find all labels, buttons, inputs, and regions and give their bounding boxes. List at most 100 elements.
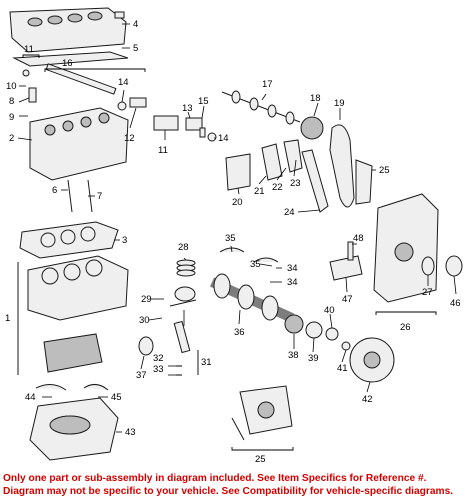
spacer (325, 327, 339, 341)
front-seal (421, 256, 435, 276)
callout-20: 20 (232, 197, 243, 208)
callout-6: 6 (52, 185, 57, 196)
rocker-arm (153, 115, 179, 131)
rocker-arm (129, 97, 147, 108)
callout-31: 30 (139, 315, 150, 326)
connecting-rod (173, 320, 191, 354)
callout-labels: 4 5 11 16 10 8 9 14 12 11 13 15 14 17 18… (5, 19, 461, 465)
callout-35: 35 (225, 233, 236, 244)
callout-29: 28 (178, 242, 189, 253)
callout-23: 23 (290, 178, 301, 189)
callout-35b: 35 (250, 259, 261, 270)
tensioner (225, 153, 251, 191)
disclaimer-line-1: Only one part or sub-assembly in diagram… (3, 473, 427, 484)
callout-36: 36 (234, 327, 245, 338)
bracket-part (329, 255, 363, 281)
leader-lines (17, 23, 457, 433)
engine-block (27, 255, 129, 373)
callout-44: 44 (25, 392, 36, 403)
idler-pulley (445, 255, 463, 277)
oil-cap (114, 11, 125, 19)
bracket-26 (231, 447, 294, 451)
oil-pump-gear (305, 321, 323, 339)
camshaft (221, 90, 301, 125)
oil-pan (29, 397, 119, 461)
callout-3: 3 (122, 235, 127, 246)
chain-guide (283, 139, 303, 173)
callout-46: 46 (450, 298, 461, 309)
callout-34b: 34 (287, 277, 298, 288)
small-seal (22, 69, 30, 77)
callout-8: 8 (9, 96, 14, 107)
callout-37: 37 (136, 370, 147, 381)
washer (341, 341, 351, 351)
callout-30: 29 (141, 294, 152, 305)
callout-14: 14 (118, 77, 129, 88)
callout-17: 17 (262, 79, 273, 90)
callout-2: 2 (9, 133, 14, 144)
cam-sprocket (300, 116, 324, 140)
head-gasket (19, 221, 119, 259)
callout-25: 25 (379, 165, 390, 176)
timing-chain (329, 124, 355, 208)
piston (174, 286, 196, 302)
callout-14b: 14 (218, 133, 229, 144)
rocker-arm (185, 117, 203, 131)
callout-40: 40 (324, 305, 335, 316)
callout-5: 5 (133, 43, 138, 54)
chain-guide (301, 149, 329, 213)
callout-26: 25 (255, 454, 266, 465)
oil-seal (35, 384, 67, 391)
callout-34: 34 (287, 263, 298, 274)
callout-33: 32 (153, 353, 164, 364)
callout-42: 42 (362, 394, 373, 405)
callout-41: 41 (337, 363, 348, 374)
crank-pulley-hub (363, 351, 381, 369)
valve-cover-gasket (12, 51, 129, 67)
callout-43: 43 (125, 427, 136, 438)
oil-pump (239, 385, 293, 435)
chain-guide (261, 143, 283, 181)
chain-tensioner (355, 159, 373, 205)
bracket-27 (375, 311, 437, 315)
disclaimer-line-2: Diagram may not be specific to your vehi… (3, 486, 454, 497)
piston-pin (169, 299, 197, 307)
callout-38: 38 (288, 350, 299, 361)
callout-45: 45 (111, 392, 122, 403)
callout-9: 9 (9, 112, 14, 123)
callout-21: 21 (254, 186, 265, 197)
callout-18: 18 (310, 93, 321, 104)
bracket-11 (22, 54, 40, 58)
bolt (347, 241, 354, 261)
lash-adjuster (28, 87, 37, 103)
callout-15: 15 (198, 96, 209, 107)
callout-27: 26 (400, 322, 411, 333)
timing-cover (373, 193, 439, 303)
callout-7: 7 (97, 191, 102, 202)
callout-24: 24 (284, 207, 295, 218)
callout-48: 48 (353, 233, 364, 244)
cylinder-head (29, 107, 129, 181)
washer (207, 132, 217, 142)
callout-19: 19 (334, 98, 345, 109)
callout-13: 12 (124, 133, 135, 144)
washer (117, 101, 127, 111)
rocker-shaft (45, 63, 117, 95)
valve-cover (9, 7, 127, 53)
callout-22: 22 (272, 182, 283, 193)
callout-13b: 13 (182, 103, 193, 114)
callout-4: 4 (133, 19, 138, 30)
callout-33b: 33 (153, 364, 164, 375)
callout-39: 39 (308, 353, 319, 364)
collar (199, 127, 206, 138)
piston-rings (176, 259, 196, 277)
callout-10: 10 (6, 81, 17, 92)
crankshaft (209, 273, 295, 323)
sensor (231, 417, 245, 441)
bearing-shell (253, 257, 279, 263)
rear-main-seal (138, 336, 154, 356)
bracket-16 (44, 68, 146, 72)
valve (67, 179, 73, 213)
crank-sprocket (284, 314, 304, 334)
